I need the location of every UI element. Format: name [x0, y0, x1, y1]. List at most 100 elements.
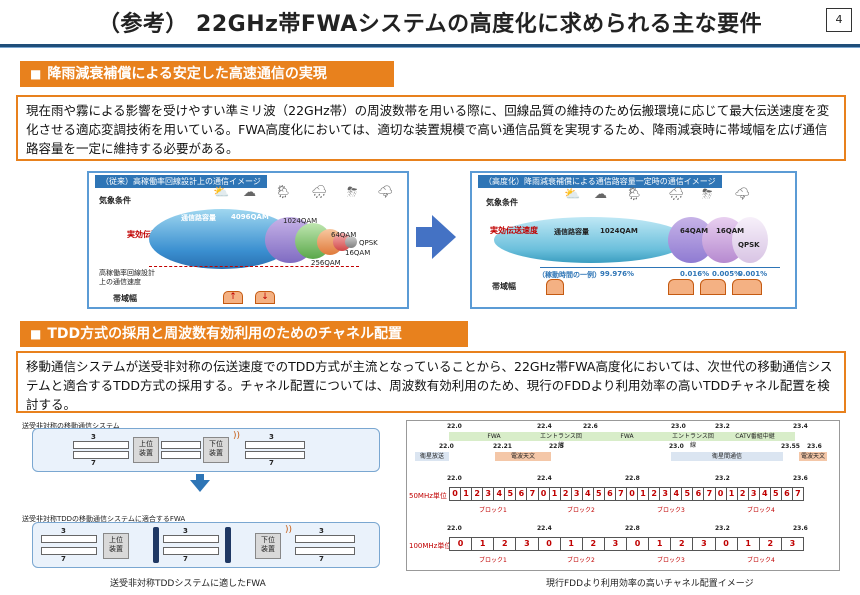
page-title: （参考） 22GHz帯FWAシステムの高度化に求められる主な要件: [97, 12, 763, 37]
top-arrow-right-right: [245, 441, 305, 449]
bandwidth-down-icon: ↓: [255, 291, 275, 304]
section1-marker: ■: [30, 67, 42, 81]
fwa-bottom-box: 3 7 上位 装置 3 7 下位 装置 )) 3 7: [32, 522, 380, 568]
r50-tick-2: 22.8: [625, 475, 640, 482]
right-p3: 0.005%: [712, 270, 742, 278]
ch100-4: 0: [537, 537, 561, 551]
fwa-top-label: 送受非対称の移動通信システム: [22, 422, 120, 430]
right-mod-1024: 1024QAM: [600, 227, 638, 235]
sun-cloud-icon-2: ⛅: [564, 187, 581, 202]
r50-tick-1: 22.4: [537, 475, 552, 482]
storm-icon-2: 🌩: [734, 187, 751, 202]
r50-tick-4: 23.6: [793, 475, 808, 482]
left-bandwidth-label: 帯域幅: [113, 294, 137, 303]
blk100-4: ブロック4: [747, 557, 775, 564]
section1-body: 現在雨や霧による影響を受けやすい準ミリ波（22GHz帯）の周波数帯を用いる際に、…: [16, 95, 846, 161]
title-rule-thin: [0, 47, 860, 48]
right-p2: 0.016%: [680, 270, 710, 278]
ch100-11: 3: [692, 537, 716, 551]
bot-arrow-1a: [41, 535, 97, 543]
right-mod-64: 64QAM: [680, 227, 709, 235]
ch100-3: 3: [515, 537, 539, 551]
section2-marker: ■: [30, 327, 42, 341]
r50-tick-3: 23.2: [715, 475, 730, 482]
ch100-12: 0: [714, 537, 738, 551]
right-bandwidth-label: 帯域幅: [492, 282, 516, 291]
mid-tick-0: 22.0: [439, 443, 454, 450]
bot-n3-2: 3: [183, 527, 188, 535]
left-capacity-label: 通信路容量: [181, 214, 216, 222]
band-fwa-2: FWA: [583, 432, 671, 441]
section1-heading-text: 降雨減衰補償による安定した高速通信の実現: [47, 66, 327, 82]
bot-lower-unit: 下位 装置: [255, 533, 281, 559]
ch50-19: 3: [659, 487, 672, 501]
bot-dish-left-icon: [153, 527, 159, 563]
top-n3-left: 3: [91, 433, 96, 441]
ch100-2: 2: [493, 537, 517, 551]
bot-n7-1: 7: [61, 555, 66, 563]
blk100-2: ブロック2: [567, 557, 595, 564]
left-mod-qpsk: QPSK: [359, 239, 378, 247]
blk50-2: ブロック2: [567, 507, 595, 514]
bot-arrow-3b: [295, 547, 355, 555]
r100-tick-3: 23.2: [715, 525, 730, 532]
top-n7-left: 7: [91, 459, 96, 467]
ch100-5: 1: [559, 537, 583, 551]
top-arrow-right-left: [73, 441, 129, 449]
bot-n7-3: 7: [319, 555, 324, 563]
top-arrow-mid-1: [161, 441, 201, 449]
page-number: 4: [826, 8, 852, 32]
unit-50mhz: 50MHz単位: [409, 492, 447, 500]
band-entrance-1: エントランス回線: [539, 432, 583, 449]
band-catv: CATV番組中継: [715, 432, 795, 441]
ch100-8: 0: [626, 537, 650, 551]
section2-body: 移動通信システムが送受非対称の伝送速度でのTDD方式が主流となっていることから、…: [16, 351, 846, 413]
ch100-1: 1: [471, 537, 495, 551]
band-entrance-2: エントランス回線: [671, 432, 715, 449]
ch100-10: 2: [670, 537, 694, 551]
band-radio-astro-1: 電波天文: [495, 452, 551, 461]
rain-icon: 🌧: [311, 185, 328, 200]
left-diagram-title: （従来）高稼働率回線設計上の通信イメージ: [95, 175, 267, 188]
r100-tick-4: 23.6: [793, 525, 808, 532]
ch100-9: 1: [648, 537, 672, 551]
r50-tick-0: 22.0: [447, 475, 462, 482]
top-tick-5: 23.4: [793, 423, 808, 430]
sun-cloud-icon: ⛅: [213, 185, 230, 200]
blk50-1: ブロック1: [479, 507, 507, 514]
right-weather-label: 気象条件: [486, 198, 518, 207]
left-weather-label: 気象条件: [99, 196, 131, 205]
right-mod-16: 16QAM: [716, 227, 745, 235]
bw-wide-2: [700, 279, 726, 295]
bot-arrow-2b: [163, 547, 219, 555]
bandwidth-up-icon: ↑: [223, 291, 243, 304]
blk50-3: ブロック3: [657, 507, 685, 514]
ch100-0: 0: [449, 537, 473, 551]
top-lower-unit: 下位 装置: [203, 437, 229, 463]
cloud-icon: ☁: [243, 185, 256, 200]
top-n7-right: 7: [269, 459, 274, 467]
cyl-qpsk: [345, 236, 357, 248]
right-time-line: [540, 267, 780, 268]
ch100-7: 3: [603, 537, 627, 551]
bot-antenna-icon: )): [285, 525, 293, 535]
ch50-5: 5: [504, 487, 517, 501]
bot-dish-right-icon: [225, 527, 231, 563]
top-tick-0: 22.0: [447, 423, 462, 430]
bw-wide-3: [732, 279, 762, 295]
blk100-1: ブロック1: [479, 557, 507, 564]
bot-upper-unit: 上位 装置: [103, 533, 129, 559]
r100-tick-0: 22.0: [447, 525, 462, 532]
storm-icon: 🌩: [377, 185, 394, 200]
bot-n3-1: 3: [61, 527, 66, 535]
mid-tick-3: 23.0: [669, 443, 684, 450]
unit-100mhz: 100MHz単位: [409, 542, 452, 550]
left-mod-4096: 4096QAM: [231, 213, 269, 221]
heavy-rain-icon-2: ⛈: [702, 187, 713, 202]
top-tick-3: 23.0: [671, 423, 686, 430]
bot-n7-2: 7: [183, 555, 188, 563]
r100-tick-2: 22.8: [625, 525, 640, 532]
title-rule: [0, 44, 860, 47]
bot-arrow-1b: [41, 547, 97, 555]
blk50-4: ブロック4: [747, 507, 775, 514]
